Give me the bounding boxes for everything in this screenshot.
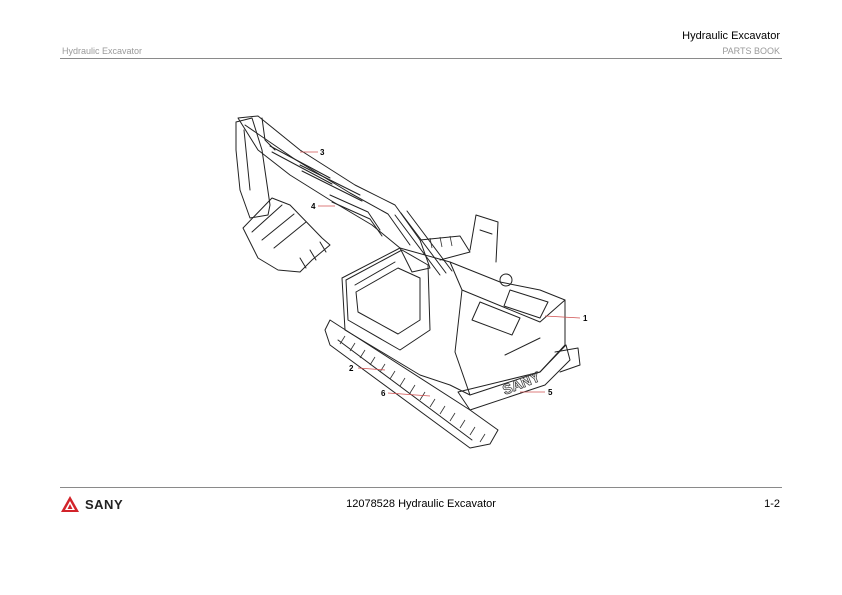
callout-2: 2: [349, 364, 354, 373]
header-title: Hydraulic Excavator: [682, 30, 780, 42]
callout-6: 6: [381, 389, 386, 398]
callout-5: 5: [548, 388, 553, 397]
header-divider: [60, 58, 782, 59]
header-right-subtitle: PARTS BOOK: [722, 46, 780, 56]
footer-divider: [60, 487, 782, 488]
callout-1: 1: [583, 314, 588, 323]
sany-logo: SANY: [60, 495, 123, 513]
document-reference: 12078528 Hydraulic Excavator: [346, 498, 496, 510]
callout-4: 4: [311, 202, 316, 211]
track-links: [339, 235, 486, 443]
leader-lines: [300, 151, 581, 397]
logo-text: SANY: [85, 496, 124, 512]
sany-triangle-icon: [61, 496, 79, 512]
page-number: 1-2: [764, 498, 780, 510]
callout-3: 3: [320, 148, 325, 157]
header-left-subtitle: Hydraulic Excavator: [62, 46, 143, 56]
